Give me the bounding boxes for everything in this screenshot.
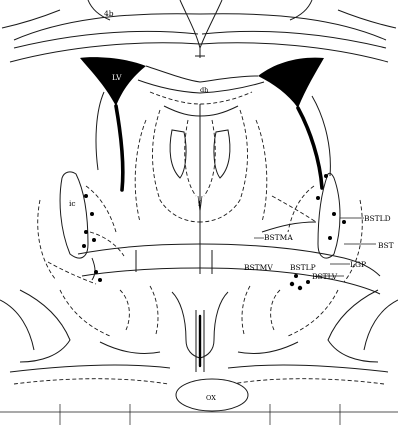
label-bstlv: BSTLV (312, 272, 338, 281)
anterior-commissure (78, 240, 380, 294)
septal-region (135, 104, 267, 240)
label-top: 4b (104, 9, 114, 18)
label-bstld: BSTLD (364, 214, 391, 223)
label-bstmv: BSTMV (244, 263, 273, 272)
lower-contours (0, 286, 398, 384)
internal-capsule-left (38, 172, 124, 284)
injection-dots-left (82, 194, 102, 282)
label-dh: dh (200, 86, 208, 94)
label-optic-chiasm: OX (206, 394, 216, 402)
label-bstma: BSTMA (264, 233, 293, 242)
label-lgp: LGP (350, 260, 366, 269)
label-internal-capsule: ic (69, 199, 76, 208)
corpus-callosum-contours (2, 0, 396, 62)
label-bstlp: BSTLP (290, 263, 316, 272)
label-lateral-ventricle: LV (112, 73, 122, 82)
label-bst: BST (378, 241, 394, 250)
